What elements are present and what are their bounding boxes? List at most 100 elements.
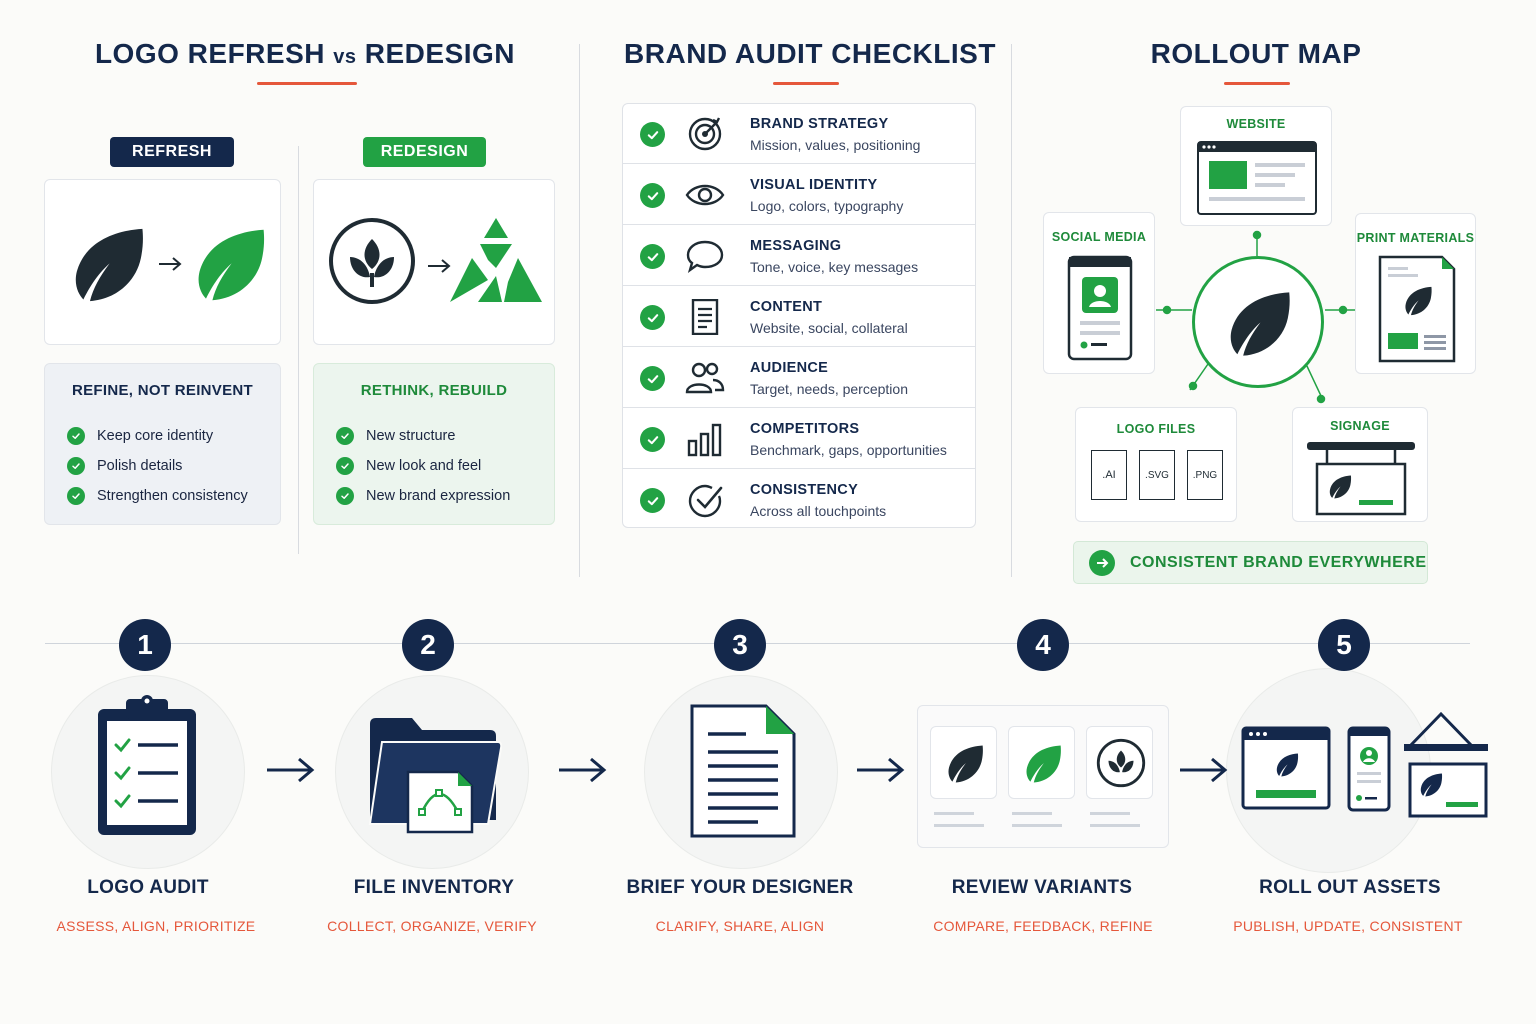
central-logo-circle <box>1192 256 1324 388</box>
variant-tile <box>930 726 997 799</box>
checklist-row: COMPETITORS Benchmark, gaps, opportuniti… <box>623 409 975 469</box>
placeholder-line <box>1090 824 1140 827</box>
rollout-map-title: ROLLOUT MAP <box>1150 38 1362 69</box>
variant-tile <box>1086 726 1153 799</box>
refresh-info-panel: REFINE, NOT REINVENT Keep core identity … <box>44 363 281 525</box>
title-underline <box>257 82 357 85</box>
step-subtitle: COMPARE, FEEDBACK, REFINE <box>933 918 1153 934</box>
check-icon <box>336 457 354 475</box>
list-item: Keep core identity <box>67 421 280 451</box>
list-item: Strengthen consistency <box>67 481 280 511</box>
svg-file-icon: .SVG <box>1139 450 1175 500</box>
redesign-info-panel: RETHINK, REBUILD New structure New look … <box>313 363 555 525</box>
signboard-icon <box>1307 442 1415 516</box>
arrow-right-icon <box>559 757 607 783</box>
placeholder-line <box>934 812 974 815</box>
check-circle-icon <box>688 484 723 518</box>
placeholder-line <box>934 824 984 827</box>
redesign-heading: RETHINK, REBUILD <box>360 382 508 399</box>
step-number: 5 <box>1318 619 1370 671</box>
step-number: 4 <box>1017 619 1069 671</box>
eye-icon <box>685 184 725 206</box>
step-number: 2 <box>402 619 454 671</box>
website-card: WEBSITE <box>1180 106 1332 226</box>
clipboard-icon <box>98 695 196 835</box>
title-underline <box>773 82 839 85</box>
check-icon <box>640 427 665 452</box>
step-subtitle: COLLECT, ORGANIZE, VERIFY <box>327 918 537 934</box>
png-file-icon: .PNG <box>1187 450 1223 500</box>
check-icon <box>640 122 665 147</box>
redesign-logo-card <box>313 179 555 345</box>
step-subtitle: PUBLISH, UPDATE, CONSISTENT <box>1233 918 1463 934</box>
logo-refresh-vs-redesign-title: LOGO REFRESH vs REDESIGN <box>94 38 516 69</box>
print-materials-card: PRINT MATERIALS <box>1355 213 1476 374</box>
print-document-icon <box>1378 255 1456 363</box>
check-icon <box>640 305 665 330</box>
checklist-row: BRAND STRATEGY Mission, values, position… <box>623 104 975 164</box>
rollout-assets-icon <box>1241 711 1488 818</box>
arrow-right-icon <box>267 757 315 783</box>
new-leaf-icon <box>190 216 270 314</box>
green-leaf-icon <box>1022 741 1064 787</box>
old-leaf-icon <box>67 216 149 314</box>
check-icon <box>67 427 85 445</box>
refresh-logo-card <box>44 179 281 345</box>
circle-sprout-icon <box>1096 738 1146 788</box>
check-icon <box>640 183 665 208</box>
arrow-right-icon <box>1180 757 1228 783</box>
phone-icon <box>1067 255 1133 361</box>
check-icon <box>336 487 354 505</box>
target-icon <box>688 117 722 151</box>
step-title: LOGO AUDIT <box>87 877 209 898</box>
brief-document-icon <box>690 704 796 838</box>
review-variants-panel <box>917 705 1169 848</box>
checklist-row: CONTENT Website, social, collateral <box>623 287 975 347</box>
section-divider <box>1011 44 1012 577</box>
bar-chart-icon <box>687 423 722 457</box>
step-subtitle: CLARIFY, SHARE, ALIGN <box>655 918 825 934</box>
arrow-right-icon <box>857 757 905 783</box>
check-icon <box>67 457 85 475</box>
logo-files-card: LOGO FILES .AI .SVG .PNG <box>1075 407 1237 522</box>
checklist-row: AUDIENCE Target, needs, perception <box>623 348 975 408</box>
check-icon <box>640 366 665 391</box>
check-icon <box>640 244 665 269</box>
brand-audit-checklist: BRAND STRATEGY Mission, values, position… <box>622 103 976 528</box>
variant-tile <box>1008 726 1075 799</box>
checklist-row: MESSAGING Tone, voice, key messages <box>623 226 975 286</box>
check-icon <box>336 427 354 445</box>
step-title: REVIEW VARIANTS <box>951 877 1133 898</box>
refresh-redesign-divider <box>298 146 299 554</box>
social-media-card: SOCIAL MEDIA <box>1043 212 1155 374</box>
step-number: 3 <box>714 619 766 671</box>
step-title: FILE INVENTORY <box>353 877 515 898</box>
document-icon <box>691 299 719 335</box>
list-item: New look and feel <box>336 451 554 481</box>
redesign-pill: REDESIGN <box>363 137 486 167</box>
folder-icon <box>368 718 502 834</box>
ai-file-icon: .AI <box>1091 450 1127 500</box>
browser-window-icon <box>1197 141 1317 215</box>
step-number: 1 <box>119 619 171 671</box>
check-icon <box>640 488 665 513</box>
rollout-connectors <box>1156 230 1355 404</box>
list-item: Polish details <box>67 451 280 481</box>
speech-bubble-icon <box>686 240 724 273</box>
refresh-pill: REFRESH <box>110 137 234 167</box>
circle-sprout-icon <box>329 218 415 304</box>
triangle-mark-icon <box>450 218 542 302</box>
leaf-logo-icon <box>1223 285 1295 363</box>
consistent-brand-banner: CONSISTENT BRAND EVERYWHERE <box>1073 541 1428 584</box>
section-divider <box>579 44 580 577</box>
list-item: New structure <box>336 421 554 451</box>
arrow-circle-icon <box>1089 549 1115 576</box>
checklist-row: VISUAL IDENTITY Logo, colors, typography <box>623 165 975 225</box>
people-icon <box>685 362 725 394</box>
step-subtitle: ASSESS, ALIGN, PRIORITIZE <box>56 918 256 934</box>
arrow-right-icon <box>428 259 451 273</box>
check-icon <box>67 487 85 505</box>
placeholder-line <box>1012 824 1062 827</box>
list-item: New brand expression <box>336 481 554 511</box>
title-underline <box>1224 82 1290 85</box>
